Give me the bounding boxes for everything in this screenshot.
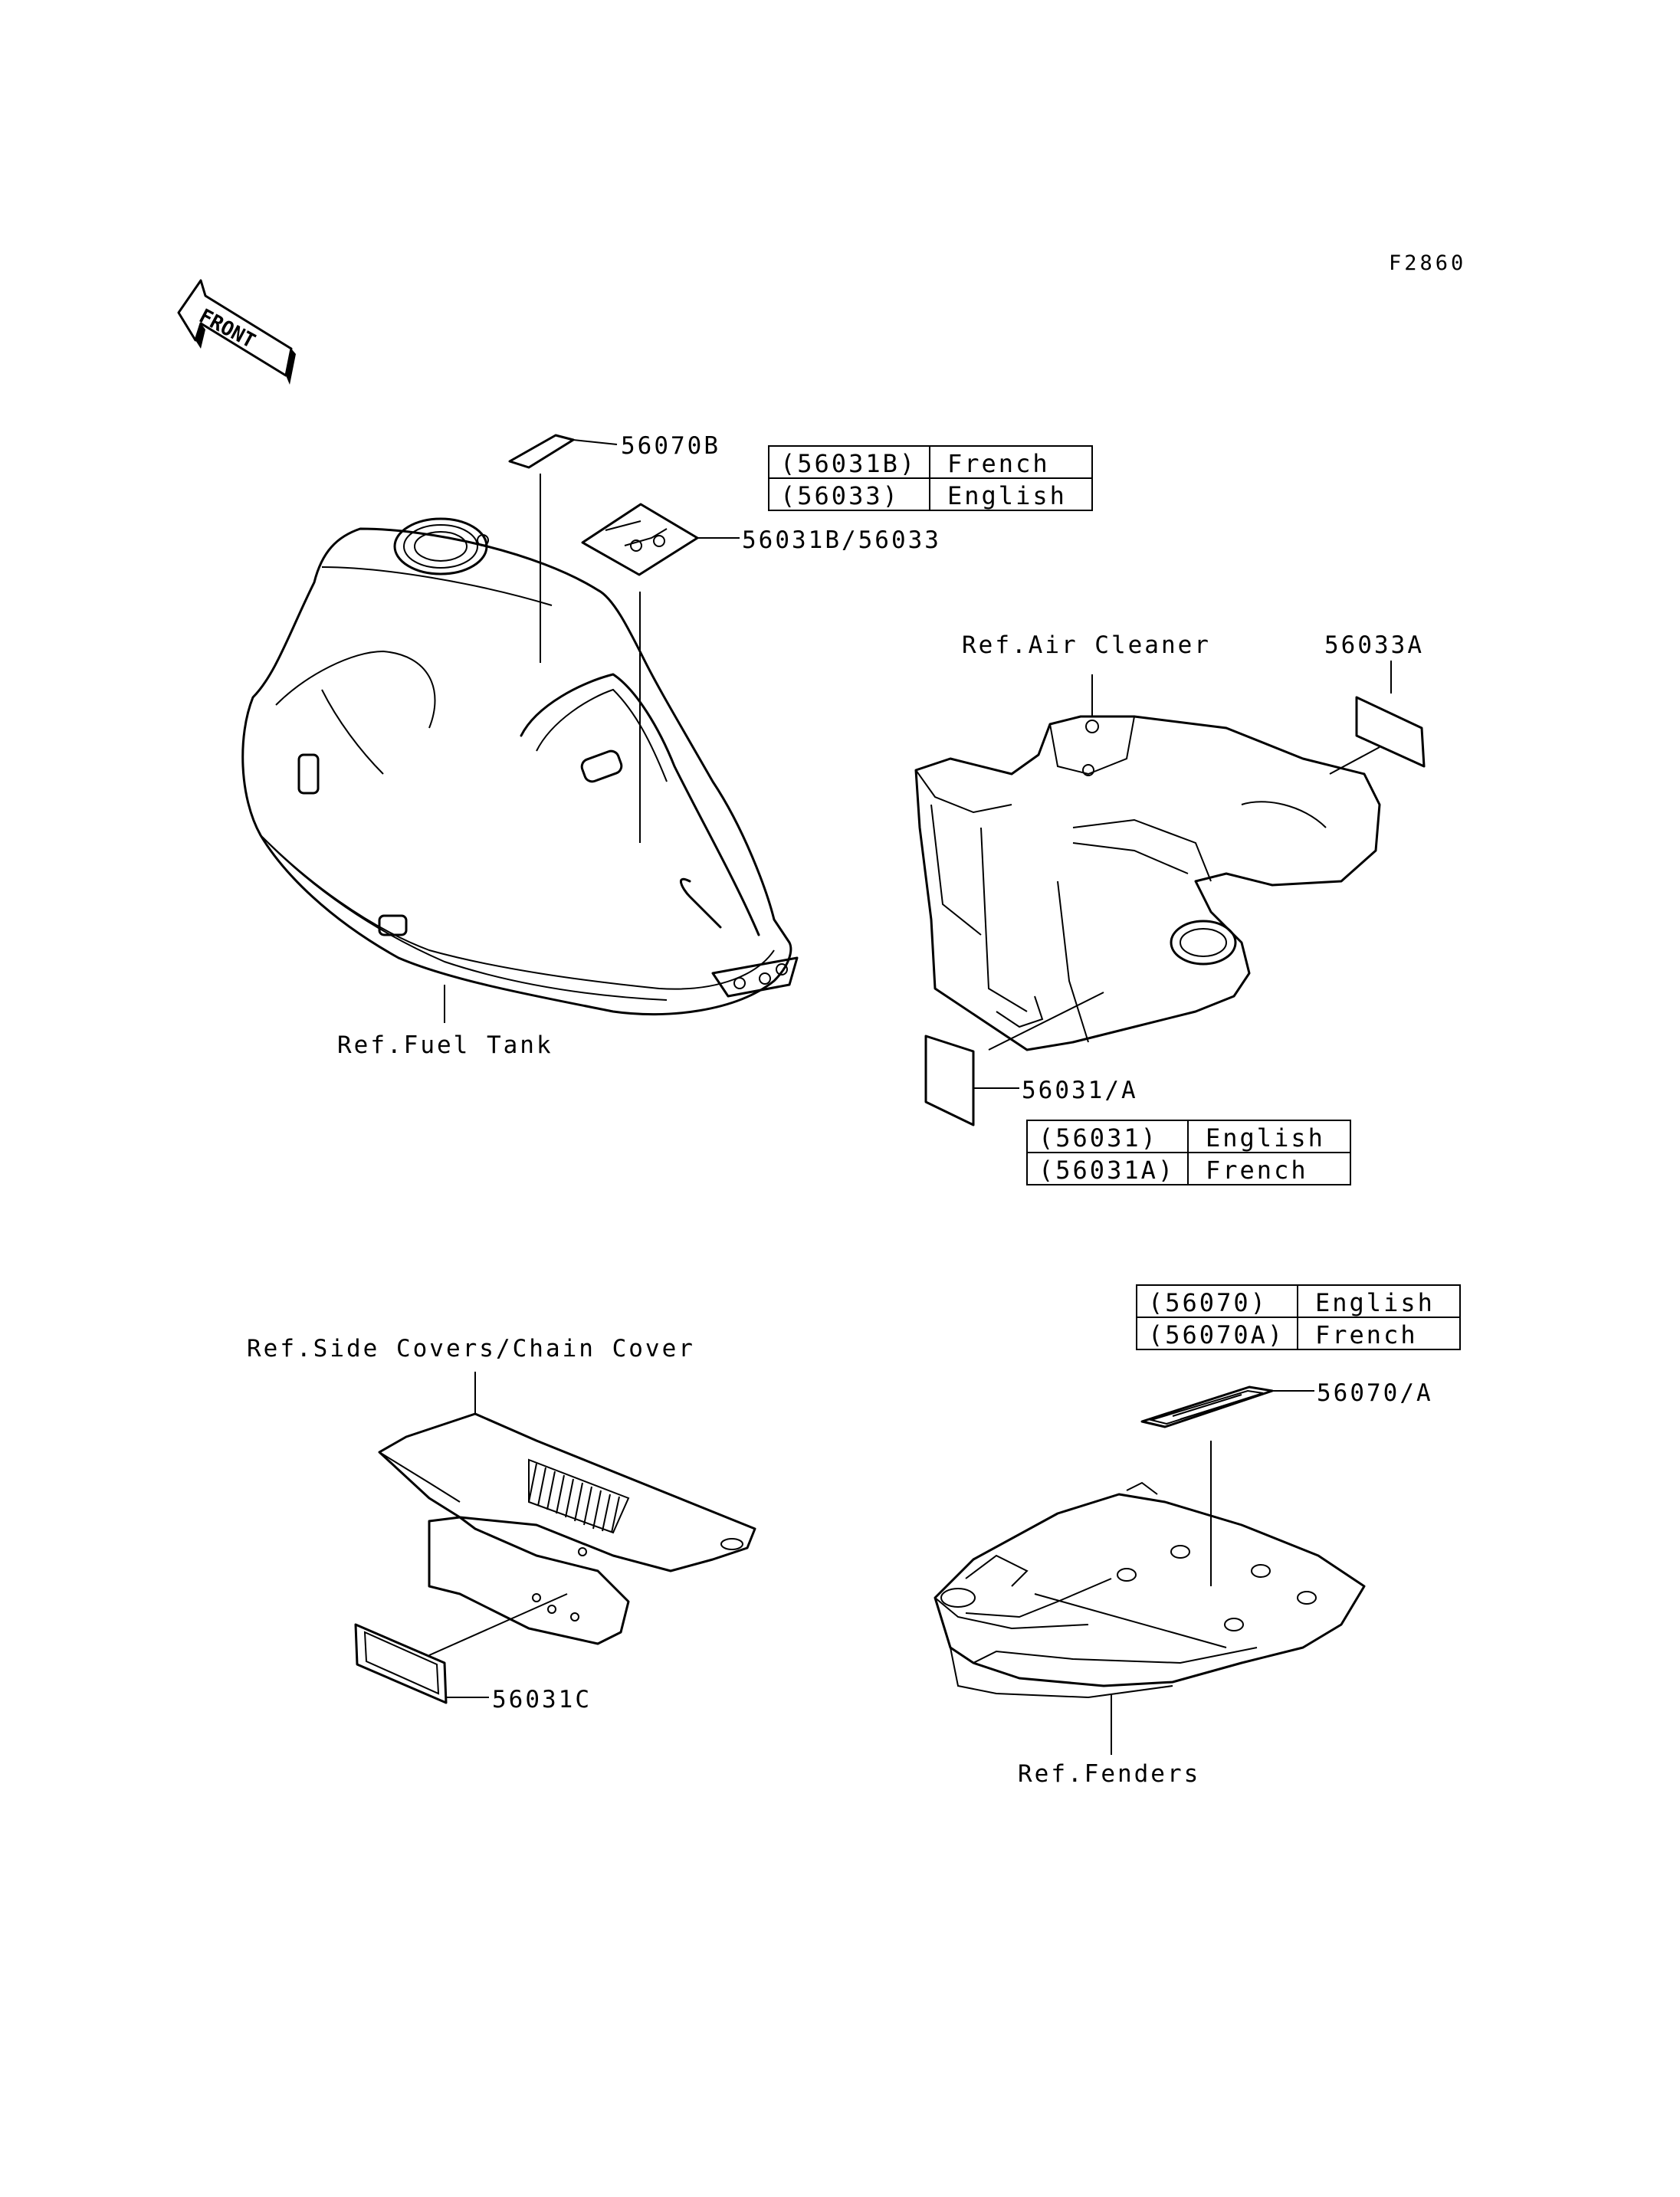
callout-56031-A: 56031/A	[1022, 1077, 1138, 1104]
t1-code-1: (56031B)	[780, 449, 917, 478]
t3-lang-1: English	[1315, 1288, 1435, 1317]
decal-56070A	[1140, 1385, 1274, 1428]
table-56031B-56033: (56031B) French (56033) English	[768, 445, 1093, 511]
table-56031-56031A: (56031) English (56031A) French	[1026, 1120, 1351, 1185]
callout-56070B: 56070B	[621, 432, 720, 460]
ref-fenders: Ref.Fenders	[1018, 1760, 1200, 1788]
t2-lang-1: English	[1206, 1123, 1325, 1153]
t1-code-2: (56033)	[780, 481, 900, 510]
t2-code-1: (56031)	[1039, 1123, 1158, 1153]
ref-side-covers: Ref.Side Covers/Chain Cover	[247, 1335, 695, 1362]
callout-56031B-56033: 56031B/56033	[742, 526, 941, 554]
front-arrow-icon: FRONT	[177, 279, 296, 385]
chain-cover-drawing	[378, 1412, 756, 1645]
ref-air-cleaner: Ref.Air Cleaner	[962, 631, 1211, 659]
decal-56031B-56033	[581, 503, 699, 576]
air-cleaner-drawing	[914, 715, 1381, 1051]
decal-56031C	[354, 1623, 448, 1704]
fender-drawing	[934, 1481, 1366, 1699]
t1-lang-1: French	[947, 449, 1050, 478]
t2-lang-2: French	[1206, 1156, 1308, 1185]
figure-code: F2860	[1389, 251, 1466, 275]
t1-lang-2: English	[947, 481, 1067, 510]
t3-lang-2: French	[1315, 1320, 1418, 1349]
callout-56033A: 56033A	[1324, 631, 1424, 659]
decal-56033A	[1355, 696, 1426, 768]
t3-code-1: (56070)	[1148, 1288, 1268, 1317]
t3-code-2: (56070A)	[1148, 1320, 1285, 1349]
ref-fuel-tank: Ref.Fuel Tank	[337, 1031, 553, 1059]
callout-56070-A: 56070/A	[1317, 1379, 1433, 1407]
callout-56031C: 56031C	[492, 1686, 592, 1713]
front-label: FRONT	[195, 305, 259, 353]
t2-code-2: (56031A)	[1039, 1156, 1175, 1185]
decal-56031A	[924, 1035, 975, 1126]
fuel-tank-drawing	[241, 517, 799, 1016]
table-56070-56070A: (56070) English (56070A) French	[1136, 1284, 1461, 1350]
decal-56070B	[508, 434, 575, 469]
